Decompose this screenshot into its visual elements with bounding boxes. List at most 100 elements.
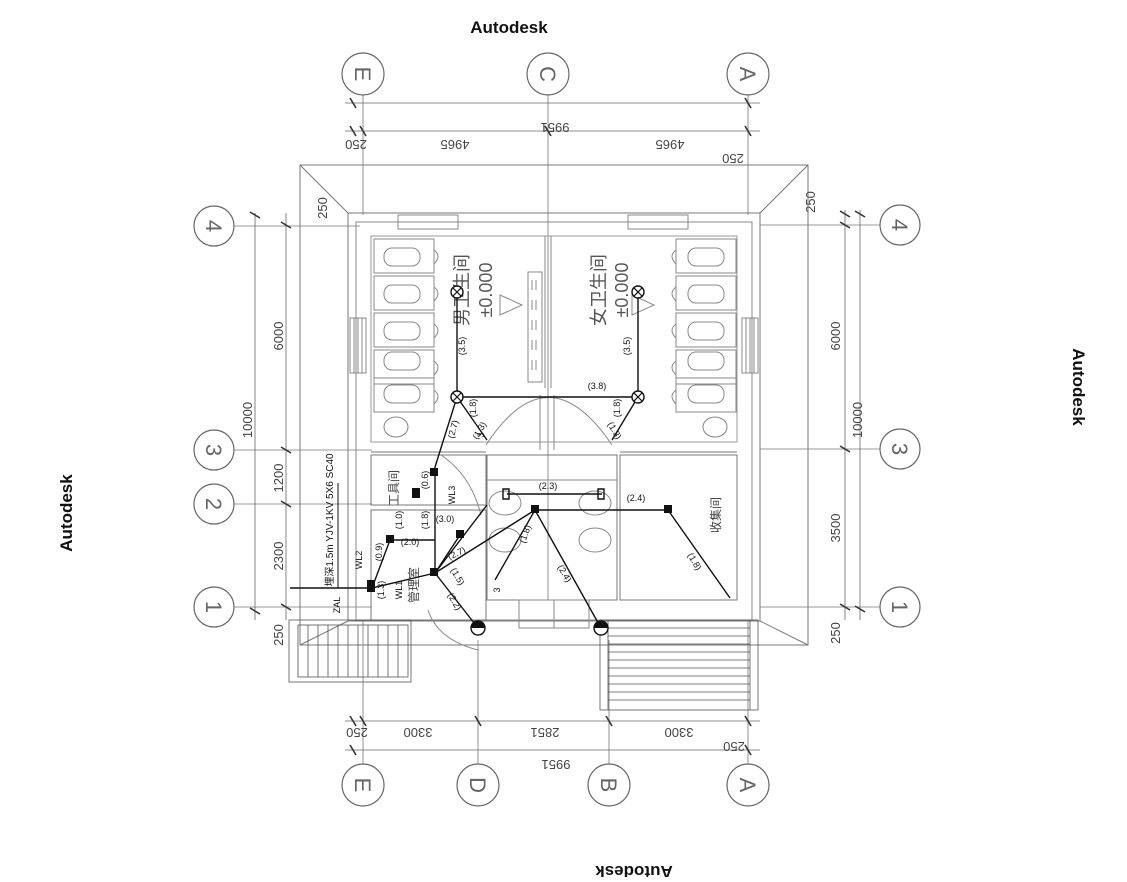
axis-label-top-c: C: [535, 66, 560, 82]
right-axis-bubbles: 4 3 1: [760, 204, 921, 628]
axis-label-bottom-a: A: [735, 778, 760, 793]
dim-left-seg-3: 2300: [271, 542, 286, 571]
watermark-bottom: Autodesk: [595, 862, 673, 877]
level-marker-mens: [499, 294, 524, 316]
axis-label-left-2: 2: [201, 498, 226, 510]
switch-icon: [430, 468, 438, 476]
dim-right-seg-3: 250: [828, 622, 843, 644]
circuit-label-wl2: WL2: [354, 551, 364, 570]
dim-left-seg-0: 250: [315, 197, 330, 219]
room-level-mens: ±0.000: [476, 263, 496, 318]
doors: [427, 397, 617, 651]
length-label: (0.6): [420, 471, 430, 490]
top-dimensions: 9951 250 4965 4965 250: [345, 97, 760, 166]
room-label-management: 管理室: [406, 567, 421, 603]
left-dimensions: 10000 250 6000 1200 2300 250: [240, 197, 330, 646]
circuit-label-zal: ZAL: [332, 597, 342, 614]
watermark-top: Autodesk: [470, 18, 548, 37]
urinals: [527, 271, 555, 450]
length-label: (1.8): [420, 511, 430, 530]
ceiling-light-icon: [450, 390, 464, 404]
ceiling-light-icon: [631, 285, 645, 299]
socket-icon: [412, 488, 420, 498]
dim-top-total: 9951: [541, 120, 570, 135]
room-label-tool: 工具间: [387, 470, 401, 506]
length-label: 3: [476, 432, 486, 437]
dim-right-seg-2: 3500: [828, 514, 843, 543]
length-label: (1.8): [517, 524, 533, 545]
axis-label-right-1: 1: [887, 601, 912, 613]
length-label: (1.8): [612, 399, 622, 418]
wiring: [371, 292, 731, 629]
length-label: (3.0): [436, 514, 455, 524]
axis-label-right-4: 4: [887, 219, 912, 231]
dim-top-seg-1: 4965: [441, 137, 470, 152]
dim-top-seg-0: 250: [345, 137, 367, 152]
room-label-collection: 收集间: [708, 497, 723, 533]
top-axis-bubbles: E C A: [341, 52, 770, 600]
bottom-dimensions: 9951 250 3300 2851 3300 250: [345, 715, 760, 772]
ceiling-light-icon: [631, 390, 645, 404]
length-label: (1.8): [686, 551, 704, 572]
bottom-axis-bubbles: E D B A: [341, 620, 770, 807]
cable-spec-note: 埋深1.5m YJV-1KV 5X6 SC40: [324, 453, 336, 587]
length-label: (2.4): [627, 493, 646, 503]
length-label: (2.4): [556, 563, 574, 584]
dim-left-seg-2: 1200: [271, 464, 286, 493]
dim-right-seg-0: 250: [803, 191, 818, 213]
womens-stalls: [671, 238, 737, 438]
dim-top-seg-2: 4965: [656, 137, 685, 152]
building-outline: [299, 164, 809, 646]
watermark-left: Autodesk: [57, 474, 76, 552]
axis-label-left-3: 3: [201, 444, 226, 456]
length-label: (1.3): [376, 581, 386, 600]
length-label: 3: [492, 587, 502, 592]
length-label: (3.5): [622, 337, 632, 356]
wall-lamp-icon: [593, 620, 609, 636]
wall-lamp-icon: [470, 620, 486, 636]
axis-label-top-e: E: [350, 67, 375, 82]
dim-top-seg-3: 250: [722, 151, 744, 166]
dim-bottom-seg-2: 2851: [531, 725, 560, 740]
switch-icon: [664, 505, 672, 513]
axis-label-bottom-b: B: [596, 778, 621, 793]
length-label: (2.2): [446, 591, 464, 612]
switch-icon: [386, 535, 394, 543]
fixture-symbols: [367, 285, 672, 636]
dim-left-seg-1: 6000: [271, 322, 286, 351]
exhaust-fan-icon: [597, 488, 605, 500]
dim-bottom-seg-3: 3300: [665, 725, 694, 740]
length-label: (1.3): [606, 420, 624, 441]
axis-label-left-1: 1: [201, 601, 226, 613]
switch-icon: [430, 568, 438, 576]
socket-icon: [456, 530, 464, 538]
room-label-womens: 女卫生间: [589, 254, 609, 326]
dim-right-total: 10000: [850, 402, 865, 438]
switch-icon: [531, 505, 539, 513]
length-label: (2.3): [539, 481, 558, 491]
length-label: (2.7): [446, 419, 460, 439]
axis-label-right-3: 3: [887, 443, 912, 455]
ceiling-light-icon: [450, 285, 464, 299]
windows: [349, 214, 759, 374]
watermark-right: Autodesk: [1069, 348, 1088, 426]
dim-bottom-seg-0: 250: [346, 725, 368, 740]
axis-label-bottom-d: D: [465, 777, 490, 793]
circuit-label-wl3: WL3: [447, 486, 457, 505]
right-dimensions: 10000 250 6000 3500 250: [803, 191, 866, 644]
length-label: (0.9): [374, 543, 384, 562]
axis-label-top-a: A: [735, 67, 760, 82]
axis-label-bottom-e: E: [350, 778, 375, 793]
room-level-womens: ±0.000: [612, 263, 632, 318]
circuit-label-wl1: WL1: [394, 581, 404, 600]
dim-bottom-seg-1: 3300: [404, 725, 433, 740]
length-label: (1.0): [394, 511, 404, 530]
dim-left-total: 10000: [240, 402, 255, 438]
length-label: (1.8): [468, 399, 478, 418]
length-label: (3.8): [588, 381, 607, 391]
dim-bottom-seg-4: 250: [723, 739, 745, 754]
level-marker-womens: [631, 294, 656, 316]
stairs: [288, 619, 759, 711]
length-label: (2.0): [401, 537, 420, 547]
exhaust-fan-icon: [502, 488, 510, 500]
